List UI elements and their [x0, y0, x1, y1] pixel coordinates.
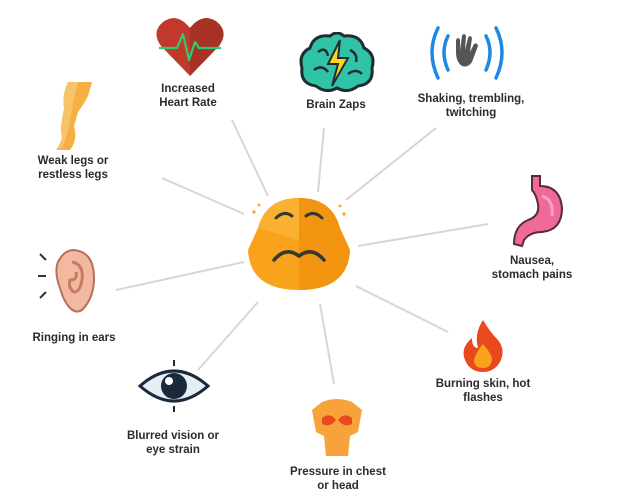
connector-line [357, 223, 489, 247]
stomach-icon [512, 175, 564, 248]
torso-icon [312, 399, 362, 456]
connector-line [197, 301, 259, 371]
connector-line [115, 261, 245, 291]
label-weak-legs: Weak legs or restless legs [37, 155, 109, 181]
label-increased-heart-rate: Increased Heart Rate [159, 83, 217, 109]
ear-icon [38, 248, 96, 313]
connector-line [355, 285, 449, 333]
shaking-hand-icon [430, 26, 504, 80]
label-brain-zaps: Brain Zaps [306, 99, 366, 111]
label-blurred-vision: Blurred vision or eye strain [126, 430, 220, 456]
connector-line [317, 127, 325, 193]
connector-line [319, 303, 335, 385]
connector-line [345, 127, 437, 201]
label-shaking-trembling: Shaking, trembling, twitching [417, 93, 525, 119]
worried-face-icon [248, 198, 350, 290]
brain-zap-icon [299, 32, 375, 93]
eye-icon [138, 360, 210, 412]
connector-line [231, 119, 269, 197]
leg-icon [56, 82, 92, 150]
label-burning-skin: Burning skin, hot flashes [435, 378, 531, 404]
connector-line [161, 177, 245, 215]
label-ringing-ears: Ringing in ears [32, 332, 116, 344]
label-pressure-chest: Pressure in chest or head [290, 466, 386, 492]
label-nausea: Nausea, stomach pains [491, 255, 573, 281]
heart-pulse-icon [156, 18, 224, 76]
flame-icon [463, 320, 503, 372]
